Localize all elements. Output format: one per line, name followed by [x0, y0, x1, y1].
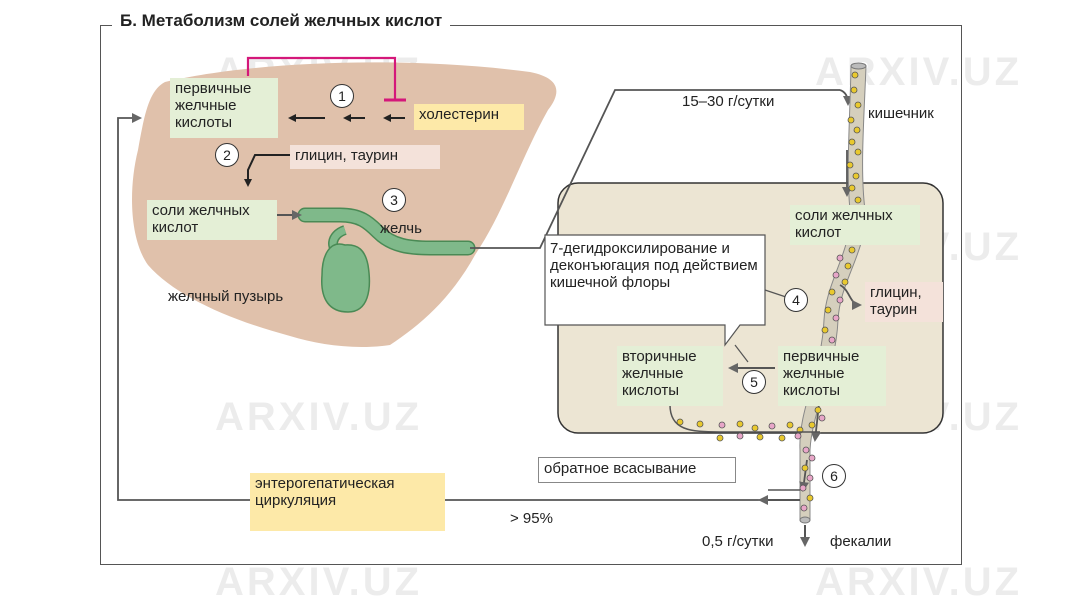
bile-salt-dot — [756, 433, 764, 441]
bile-salt-dot — [847, 116, 855, 124]
gut-glycine-taurine: глицин, таурин — [865, 282, 943, 322]
bile-salt-dot — [853, 126, 861, 134]
step-5-marker: 5 — [742, 370, 766, 394]
callout-bubble — [544, 234, 766, 347]
bile-acid-dot — [832, 314, 840, 322]
percent-label: > 95% — [510, 510, 553, 527]
diagram-frame — [100, 25, 962, 565]
watermark: ARXIV.UZ — [215, 395, 423, 439]
watermark: ARXIV.UZ — [815, 50, 1023, 94]
bile-salt-dot — [824, 306, 832, 314]
circulation-label: энтерогепатическая циркуляция — [250, 473, 445, 531]
bile-acid-dot — [806, 474, 814, 482]
bile-acid-dot — [836, 254, 844, 262]
bile-salt-dot — [736, 420, 744, 428]
bile-acid-dot — [832, 271, 840, 279]
bile-acid-dot — [794, 432, 802, 440]
inhibition-line — [246, 56, 397, 100]
reabsorption-label: обратное всасывание — [538, 457, 736, 483]
gallbladder-shape — [321, 243, 371, 313]
bile-salt-dot — [852, 172, 860, 180]
watermark: ARXIV.UZ — [815, 560, 1023, 604]
bile-salt-dot — [848, 138, 856, 146]
bile-salt-dot — [848, 184, 856, 192]
bile-acid-dot — [800, 504, 808, 512]
bile-acid-dot — [836, 296, 844, 304]
liver-primary-acids: первичные желчные кислоты — [170, 78, 278, 138]
bile-salt-dot — [851, 71, 859, 79]
step-3-marker: 3 — [382, 188, 406, 212]
gallbladder-label: желчный пузырь — [168, 288, 284, 305]
step-2-marker: 2 — [215, 143, 239, 167]
bile-salt-dot — [808, 421, 816, 429]
step-4-marker: 4 — [784, 288, 808, 312]
bile-salt-dot — [828, 288, 836, 296]
rate-in-label: 15–30 г/сутки — [682, 93, 775, 110]
gut-bile-salts: соли желчных кислот — [790, 205, 920, 245]
bile-acid-dot — [802, 446, 810, 454]
bile-acid-dot — [736, 432, 744, 440]
bile-salt-dot — [848, 246, 856, 254]
secondary-acids: вторичные желчные кислоты — [617, 346, 723, 406]
bile-acid-dot — [718, 421, 726, 429]
bile-salt-dot — [854, 196, 862, 204]
gut-primary-acids: первичные желчные кислоты — [778, 346, 886, 406]
bile-salt-dot — [716, 434, 724, 442]
bile-acid-dot — [808, 454, 816, 462]
bile-salt-dot — [778, 434, 786, 442]
bile-acid-dot — [818, 414, 826, 422]
bile-salt-dot — [786, 421, 794, 429]
liver-glycine-taurine: глицин, таурин — [290, 145, 440, 169]
bile-salt-dot — [841, 278, 849, 286]
bile-salt-dot — [854, 148, 862, 156]
bile-acid-dot — [828, 336, 836, 344]
intestine-label: кишечник — [868, 105, 934, 122]
bile-salt-dot — [850, 86, 858, 94]
bile-salt-dot — [751, 424, 759, 432]
liver-bile-salts: соли желчных кислот — [147, 200, 277, 240]
bile-salt-dot — [814, 406, 822, 414]
bile-salt-dot — [821, 326, 829, 334]
watermark: ARXIV.UZ — [215, 560, 423, 604]
rate-out-label: 0,5 г/сутки — [702, 533, 774, 550]
bile-acid-dot — [768, 422, 776, 430]
bile-acid-dot — [799, 484, 807, 492]
bile-salt-dot — [806, 494, 814, 502]
callout-text: 7-дегидроксилирование и деконъюгация под… — [550, 240, 758, 291]
cholesterol-label: холестерин — [414, 104, 524, 130]
bile-salt-dot — [801, 464, 809, 472]
gut-dots — [676, 71, 862, 512]
bile-salt-dot — [854, 101, 862, 109]
bile-salt-dot — [676, 418, 684, 426]
step-6-marker: 6 — [822, 464, 846, 488]
bile-to-intestine-line — [470, 89, 840, 249]
bile-salt-dot — [844, 262, 852, 270]
diagram-title: Б. Метаболизм солей желчных кислот — [112, 11, 451, 31]
bile-salt-dot — [846, 161, 854, 169]
feces-label: фекалии — [830, 533, 892, 550]
bile-label: желчь — [380, 220, 422, 237]
bile-salt-dot — [696, 420, 704, 428]
step-1-marker: 1 — [330, 84, 354, 108]
